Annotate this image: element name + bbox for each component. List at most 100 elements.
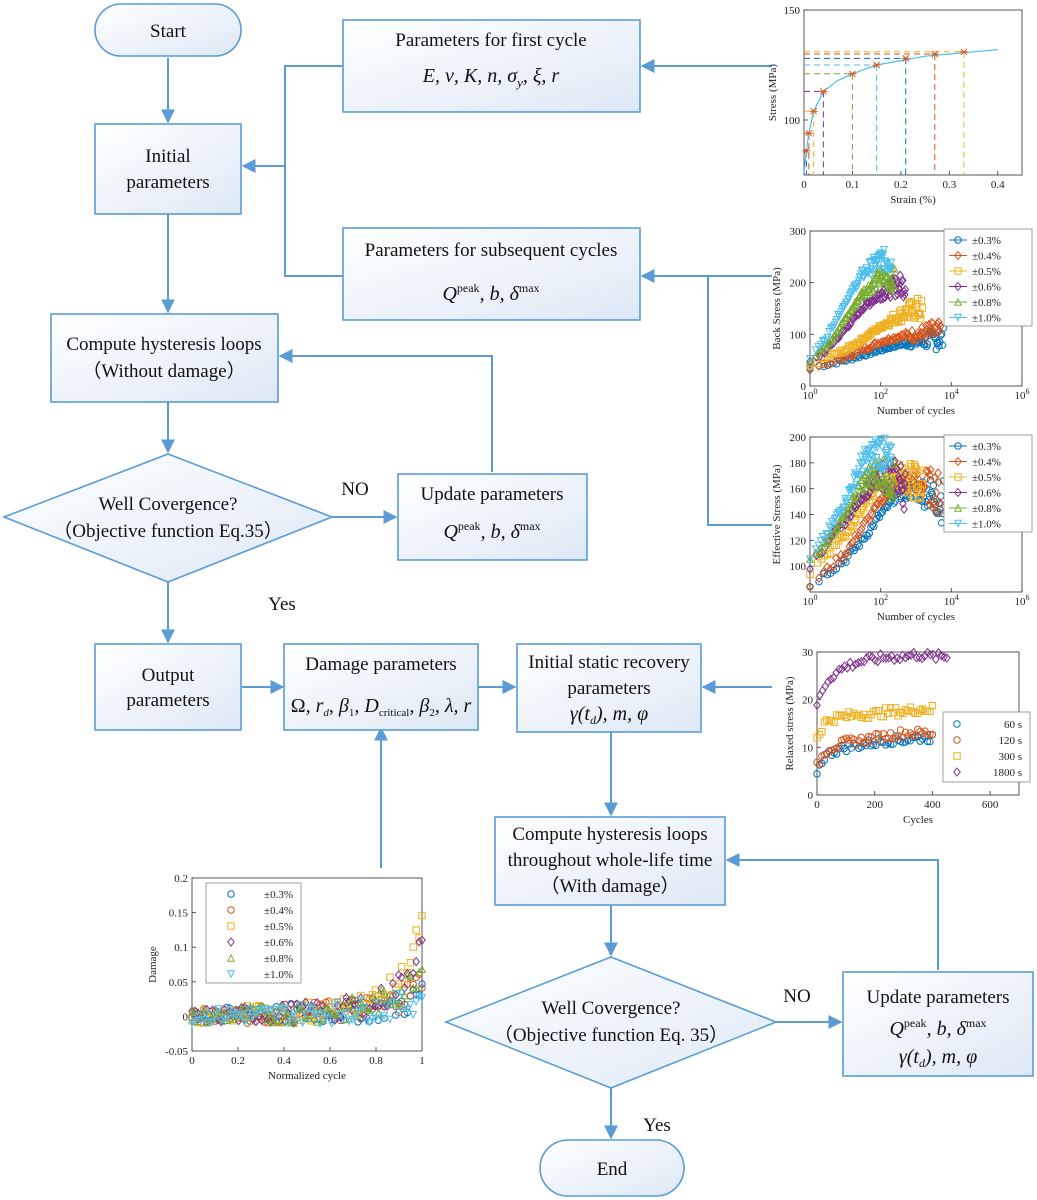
data-point <box>918 322 927 332</box>
data-point <box>409 1010 418 1019</box>
legend-marker <box>953 297 963 306</box>
data-point <box>852 480 861 489</box>
data-point <box>818 685 827 696</box>
data-point <box>374 1002 383 1012</box>
data-point <box>870 265 879 274</box>
data-point <box>943 653 951 663</box>
y-tick-label: 30 <box>802 647 814 659</box>
data-point <box>417 994 427 1003</box>
data-point <box>345 1000 354 1009</box>
data-point <box>868 459 877 468</box>
x-tick-label: 600 <box>982 799 999 811</box>
legend-entry: ±1.0% <box>264 969 293 981</box>
data-point <box>879 294 887 304</box>
data-point <box>825 522 834 531</box>
fit-marker <box>802 147 811 155</box>
initial-box <box>94 123 242 215</box>
data-point <box>913 725 922 734</box>
x-tick-label: 102 <box>873 387 888 402</box>
subsequent-title: Parameters for subsequent cycles <box>365 240 618 261</box>
y-tick-label: 10 <box>802 742 814 754</box>
data-point <box>856 486 865 495</box>
data-point <box>873 656 882 667</box>
data-point <box>252 1010 261 1019</box>
legend-marker <box>226 970 236 979</box>
decision2-line-2: （Objective function Eq. 35） <box>494 1024 728 1046</box>
data-point <box>365 1018 374 1027</box>
update2-node: Update parameters Qpeak, b, δmax γ(td), … <box>842 971 1034 1077</box>
data-point <box>380 1011 389 1020</box>
data-point <box>815 760 824 769</box>
static-recovery-node: Initial static recovery parameters γ(td)… <box>516 643 702 733</box>
data-point <box>849 351 857 361</box>
y-tick-label: 0.2 <box>174 873 188 885</box>
data-point <box>884 653 893 663</box>
data-point <box>371 1014 380 1023</box>
data-point <box>830 541 839 550</box>
data-point <box>870 469 879 478</box>
y-tick-label: 20 <box>802 695 814 707</box>
data-point <box>911 732 919 740</box>
data-point <box>896 708 905 716</box>
data-point <box>240 1018 249 1027</box>
data-point <box>400 980 409 989</box>
fit-marker <box>809 107 818 115</box>
y-axis-label: Back Stress (MPa) <box>771 267 783 350</box>
data-point <box>805 555 815 564</box>
data-point <box>890 491 899 500</box>
data-point <box>830 515 839 524</box>
data-point <box>864 344 872 355</box>
legend-marker <box>954 236 962 244</box>
legend-entry: ±0.5% <box>972 266 1001 278</box>
data-point <box>876 469 884 480</box>
legend-marker <box>227 890 235 898</box>
data-point <box>872 283 881 292</box>
data-point <box>849 662 857 672</box>
y-tick-label: 0 <box>801 381 807 393</box>
compute2-node: Compute hysteresis loops throughout whol… <box>494 816 726 906</box>
data-point <box>313 997 322 1008</box>
data-point <box>217 1012 226 1022</box>
no-label-2: NO <box>783 986 810 1007</box>
arrow-update-to-compute <box>278 349 493 472</box>
data-point <box>307 1004 316 1013</box>
data-point <box>330 1015 339 1026</box>
data-point <box>926 328 935 338</box>
legend-entry: ±0.6% <box>972 282 1001 294</box>
data-point <box>852 741 860 749</box>
data-point <box>828 751 836 760</box>
data-point <box>856 510 864 518</box>
data-point <box>907 473 915 483</box>
data-point <box>917 296 926 305</box>
data-point <box>885 460 894 469</box>
data-point <box>918 653 926 664</box>
data-point <box>805 357 815 366</box>
data-point <box>886 274 895 283</box>
data-point <box>876 435 885 444</box>
first-cycle-title: Parameters for first cycle <box>395 30 587 51</box>
y-tick-label: 150 <box>784 5 801 17</box>
data-point <box>909 708 917 716</box>
data-point <box>917 466 926 475</box>
data-point <box>872 291 880 302</box>
data-point <box>842 713 851 722</box>
data-point <box>938 341 947 349</box>
data-point <box>926 737 934 746</box>
data-point <box>850 709 858 718</box>
data-point <box>823 562 831 572</box>
data-point <box>301 1010 310 1019</box>
data-point <box>837 712 846 720</box>
x-tick-label: 102 <box>873 593 888 608</box>
y-axis-label: Relaxed stress (MPa) <box>784 676 796 770</box>
output-line-1: Output <box>142 665 196 686</box>
data-point <box>339 1001 348 1010</box>
data-point <box>873 256 882 265</box>
legend-entry: ±0.8% <box>264 953 293 965</box>
output-line-2: parameters <box>126 690 209 711</box>
data-point <box>875 289 883 300</box>
data-point <box>882 735 890 743</box>
data-point <box>202 1009 211 1018</box>
data-point <box>863 479 872 488</box>
data-point <box>890 457 899 466</box>
